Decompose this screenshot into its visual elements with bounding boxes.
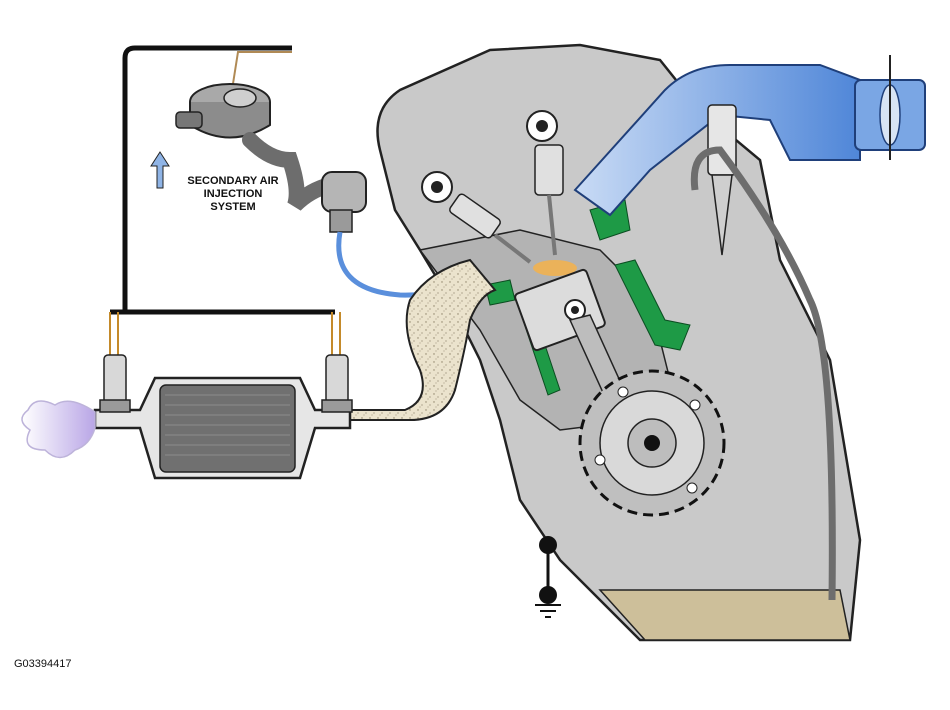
valves (449, 144, 564, 264)
crankshaft (578, 369, 726, 517)
secondary-air-injection-legend: SECONDARY AIR INJECTION SYSTEM (173, 175, 293, 214)
figure-id: G03394417 (14, 658, 72, 670)
ground-icon (535, 536, 561, 618)
legend-arrow-icon (150, 151, 170, 189)
camshafts (421, 110, 558, 203)
wiring-harness (109, 45, 341, 358)
legend-line-1: SECONDARY AIR (187, 175, 279, 187)
intake-manifold (573, 55, 926, 217)
combustion-chamber (533, 260, 577, 276)
crankcase-vent-hose (690, 146, 836, 601)
downstream-oxygen-sensor (99, 354, 131, 413)
check-valve (321, 171, 367, 233)
catalytic-converter (93, 376, 352, 480)
secondary-air-pump (175, 83, 271, 139)
air-pump-hose (242, 132, 338, 211)
legend-line-2: INJECTION (203, 188, 263, 200)
legend-line-3: SYSTEM (210, 201, 256, 213)
tailpipe-emissions (21, 400, 96, 459)
upstream-oxygen-sensor (321, 354, 353, 413)
